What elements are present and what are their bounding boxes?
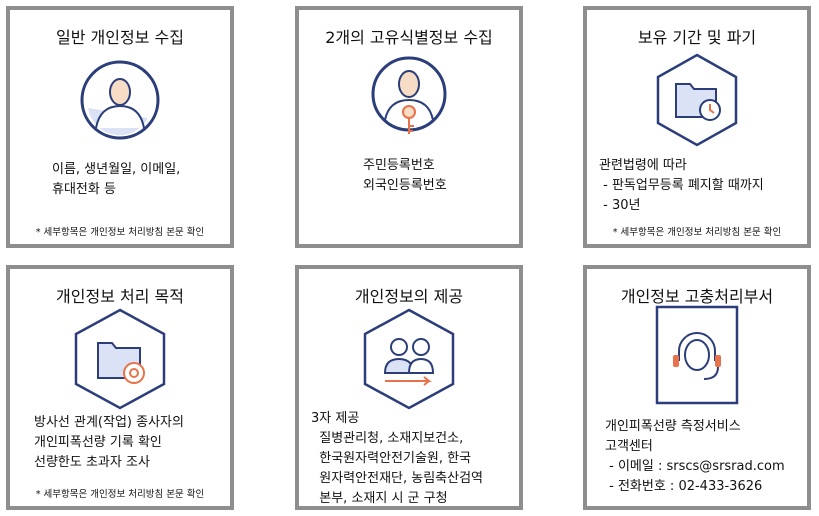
body-line: 개인피폭선량 기록 확인: [34, 435, 162, 450]
body-line: 이름, 생년월일, 이메일,: [52, 162, 181, 177]
card-body: 3자 제공 질병관리청, 소재지보건소, 한국원자력안전기술원, 한국 원자력안…: [311, 409, 483, 509]
body-line: - 판독업무등록 폐지할 때까지: [599, 178, 764, 193]
card-note: * 세부항목은 개인정보 처리방침 본문 확인: [612, 227, 782, 238]
person-circle-icon: [80, 60, 160, 140]
card-title: 개인정보 고충처리부서: [620, 287, 774, 306]
card-title: 2개의 고유식별정보 수집: [325, 28, 493, 47]
card-body: 이름, 생년월일, 이메일, 휴대전화 등: [52, 160, 180, 200]
card-note: * 세부항목은 개인정보 처리방침 본문 확인: [35, 227, 205, 238]
body-line: 고객센터: [605, 439, 653, 454]
body-line: 선량한도 초과자 조사: [34, 455, 150, 470]
folder-target-icon: [74, 308, 166, 410]
card-body: 관련법령에 따라 - 판독업무등록 폐지할 때까지 - 30년: [599, 156, 764, 216]
body-line: 주민등록번호: [363, 158, 435, 173]
person-key-icon: [371, 56, 447, 134]
card-retention: 보유 기간 및 파기 관련법령에 따라 - 판독업무등록 폐지할 때까지 - 3…: [583, 6, 811, 248]
card-title: 일반 개인정보 수집: [56, 28, 184, 47]
card-general-info: 일반 개인정보 수집 이름, 생년월일, 이메일, 휴대전화 등 * 세부항목은 …: [6, 6, 234, 248]
body-line: 원자력안전재단, 농림축산검역: [311, 471, 484, 486]
body-line: 방사선 관계(작업) 종사자의: [34, 415, 184, 430]
people-share-icon: [363, 308, 455, 410]
body-line: 한국원자력안전기술원, 한국: [311, 451, 472, 466]
body-line: - 전화번호 : 02-433-3626: [605, 479, 763, 494]
card-note: * 세부항목은 개인정보 처리방침 본문 확인: [35, 489, 205, 500]
body-line: 본부, 소재지 시 군 구청: [311, 491, 448, 506]
card-provision: 개인정보의 제공 3자 제공 질병관리청, 소재지보건소, 한국원자력안전기술원…: [295, 265, 523, 510]
body-line: 휴대전화 등: [52, 182, 116, 197]
card-title: 보유 기간 및 파기: [637, 28, 757, 47]
body-line: 질병관리청, 소재지보건소,: [311, 431, 464, 446]
card-title: 개인정보 처리 목적: [56, 287, 184, 306]
headset-icon: [655, 305, 739, 405]
card-title: 개인정보의 제공: [354, 287, 464, 306]
body-line: 개인피폭선량 측정서비스: [605, 419, 741, 434]
body-line: - 이메일 : srscs@srsrad.com: [605, 459, 785, 474]
body-line: - 30년: [599, 198, 641, 213]
folder-clock-icon: [656, 53, 738, 147]
body-line: 외국인등록번호: [363, 178, 447, 193]
body-line: 관련법령에 따라: [599, 158, 687, 173]
body-line: 3자 제공: [311, 411, 360, 426]
